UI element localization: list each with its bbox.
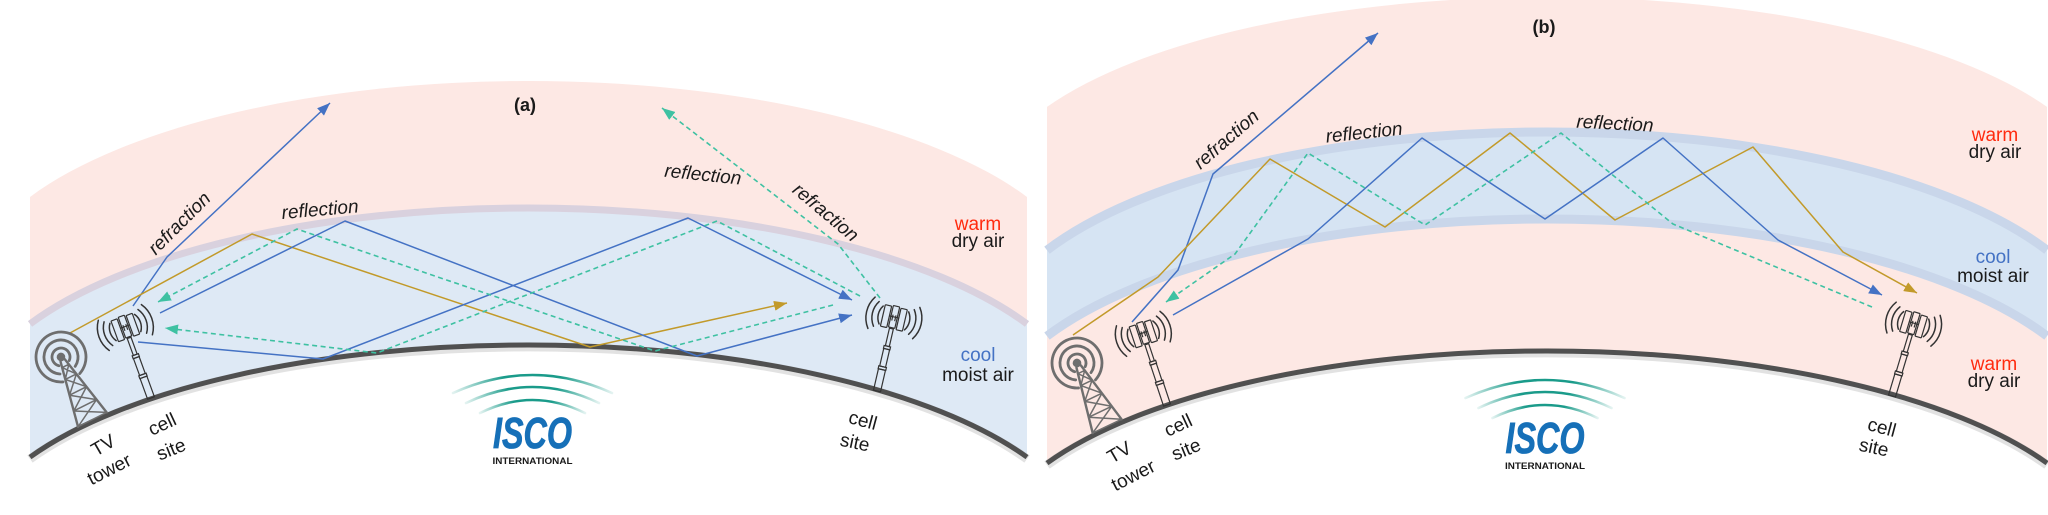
reflected-ray-teal-1 [157, 228, 834, 352]
logo-wave-arc [478, 398, 587, 415]
logo-tagline: INTERNATIONAL [1505, 461, 1585, 472]
logo-wave-arc [1477, 390, 1613, 410]
layer-air-label: dry air [1969, 142, 2022, 163]
logo-brand: ISCO [493, 409, 572, 458]
cool-moist-air-layer [30, 207, 1027, 458]
refracted-ray-blue [1131, 32, 1379, 323]
panel-label: (b) [1533, 17, 1556, 37]
panel-label: (a) [514, 95, 536, 115]
layer-temperature-label: warm [954, 214, 1001, 235]
layer-air-label: dry air [1968, 371, 2021, 392]
layer-temperature-label: cool [961, 345, 996, 366]
cell-site-label: cell [145, 410, 180, 441]
layer-temperature-label: warm [1971, 125, 2018, 146]
logo-tagline: INTERNATIONAL [493, 456, 573, 467]
layer-temperature-label: warm [1970, 354, 2017, 375]
earth-surface [1045, 348, 2048, 466]
refracted-ray-blue [132, 102, 331, 307]
ducted-ray-teal [1165, 132, 1873, 308]
tv-tower-label: tower [84, 450, 136, 490]
inversion-boundary [27, 204, 1030, 327]
isco-logo: ISCO INTERNATIONAL [451, 373, 614, 467]
panel-b: ISCO INTERNATIONAL (b) refraction reflec… [1042, 0, 2048, 496]
ducted-ray-blue [1172, 137, 1883, 316]
reflected-ray-teal-2 [164, 220, 861, 354]
tv-tower-label: TV [1104, 438, 1136, 468]
duct-upper-boundary [1044, 127, 2048, 254]
reflected-ray-gold [69, 233, 788, 348]
reflected-ray-blue-1 [159, 220, 853, 357]
panel-a: ISCO INTERNATIONAL (a) refraction reflec… [26, 80, 1030, 490]
cool-moist-air-duct [1047, 132, 2047, 337]
reflected-ray-blue-2 [137, 217, 853, 360]
signal-rays [69, 102, 881, 360]
annotation-reflection: reflection [1576, 112, 1654, 137]
duct-lower-boundary [1044, 214, 2048, 340]
signal-rays [1072, 32, 1918, 336]
ducted-ray-gold [1072, 132, 1918, 336]
warm-dry-air-layer [1047, 0, 2047, 464]
cell-site-label: site [154, 435, 189, 466]
logo-brand: ISCO [1506, 414, 1585, 463]
layer-temperature-label: cool [1976, 247, 2011, 268]
layer-air-label: moist air [1957, 266, 2029, 287]
logo-wave-arc [1464, 378, 1626, 400]
cell-site-label: site [838, 430, 871, 457]
layer-air-label: dry air [952, 231, 1005, 252]
refracted-ray-teal [661, 107, 881, 299]
earth-surface [28, 342, 1029, 460]
layer-air-label: moist air [942, 365, 1014, 386]
isco-logo: ISCO INTERNATIONAL [1464, 378, 1626, 472]
logo-wave-arc [1491, 403, 1599, 420]
logo-wave-arc [464, 385, 601, 405]
logo-wave-arc [451, 373, 614, 395]
